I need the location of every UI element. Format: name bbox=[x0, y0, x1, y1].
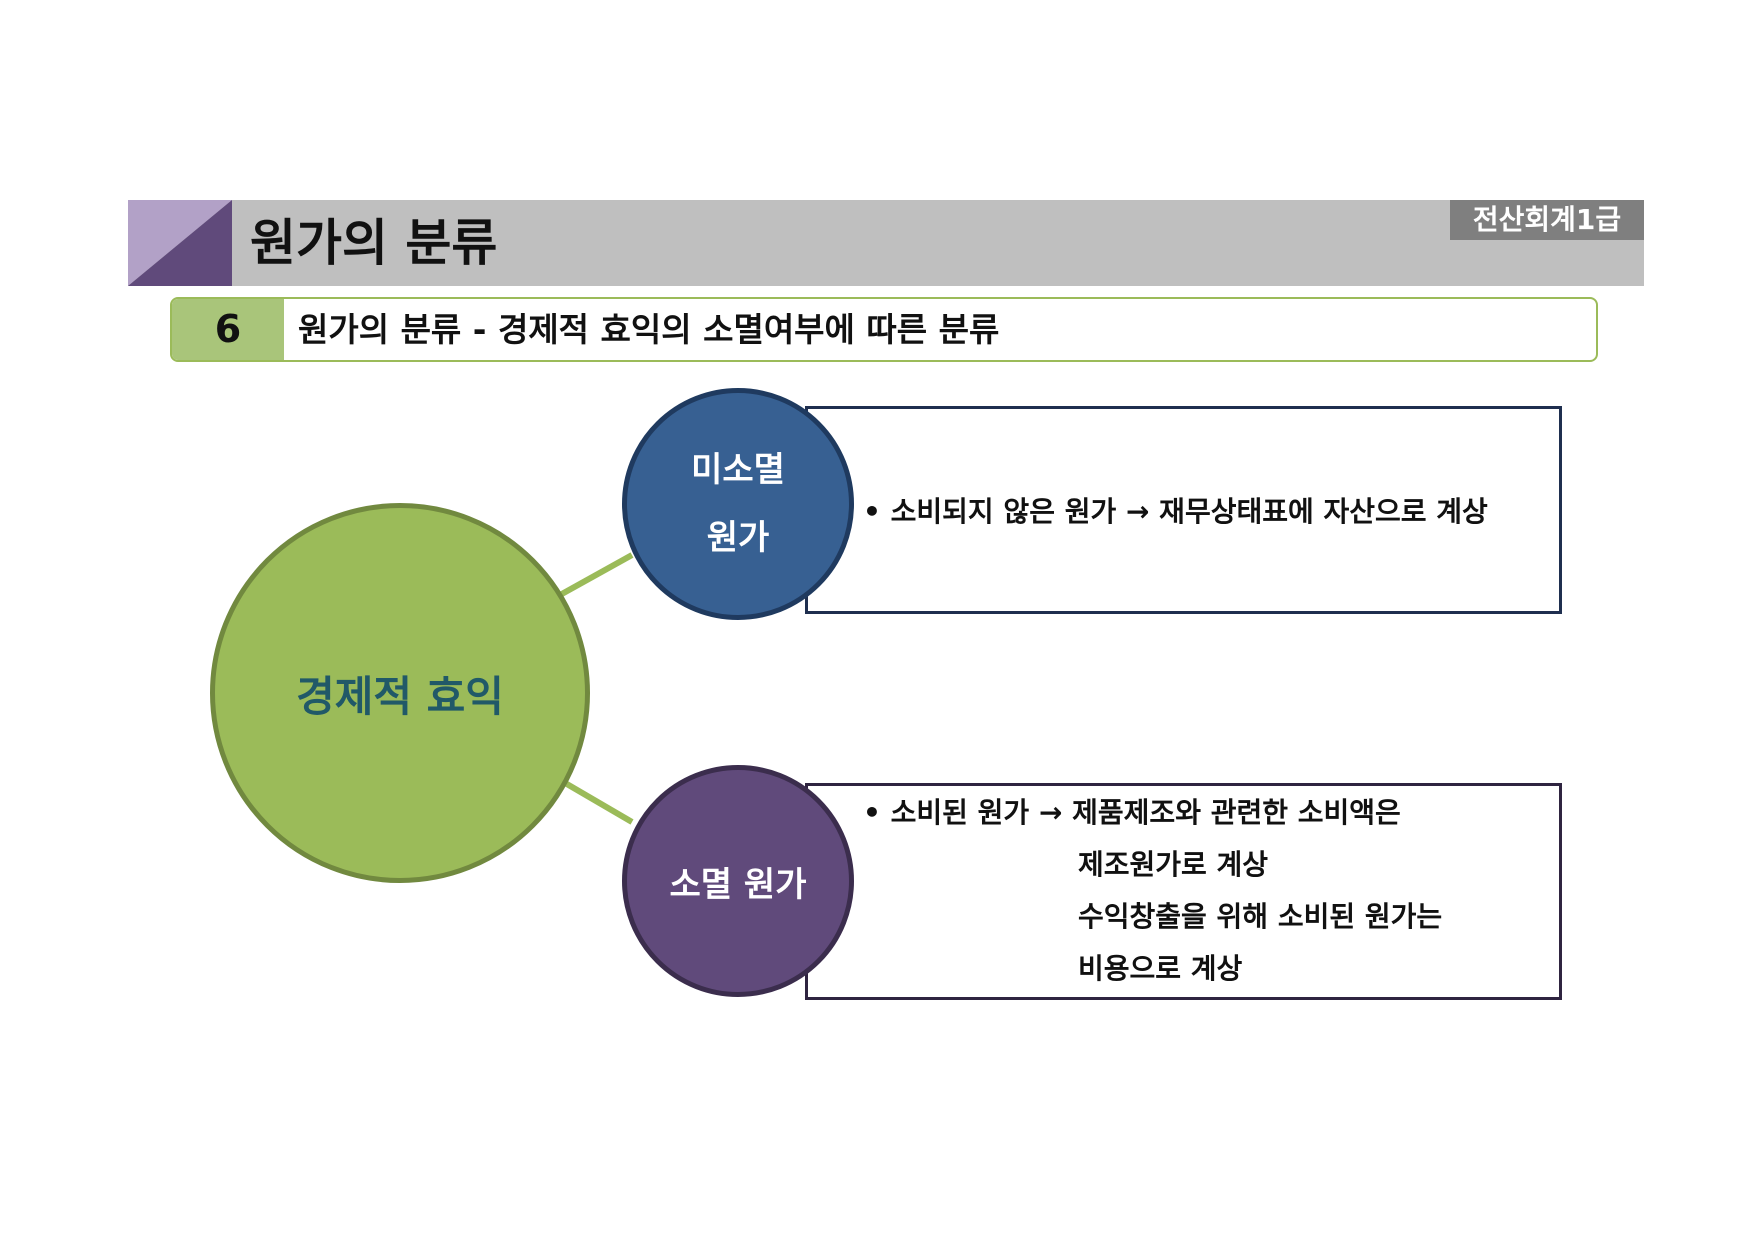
course-badge: 전산회계1급 bbox=[1450, 200, 1644, 240]
section-header: 6 원가의 분류 - 경제적 효익의 소멸여부에 따른 분류 bbox=[170, 297, 1598, 362]
section-number: 6 bbox=[172, 299, 284, 360]
unexpired-cost-label-line2: 원가 bbox=[706, 518, 770, 558]
page-title: 원가의 분류 bbox=[250, 214, 498, 272]
expired-description-box: • 소비된 원가 → 제품제조와 관련한 소비액은 제조원가로 계상 수익창출을… bbox=[805, 783, 1562, 1000]
expired-line-1: • 소비된 원가 → 제품제조와 관련한 소비액은 bbox=[863, 796, 1401, 829]
unexpired-description-box: • 소비되지 않은 원가 → 재무상태표에 자산으로 계상 bbox=[805, 406, 1562, 614]
expired-line-2: 제조원가로 계상 bbox=[1078, 848, 1269, 881]
expired-line-3: 수익창출을 위해 소비된 원가는 bbox=[1078, 900, 1443, 933]
expired-line-4: 비용으로 계상 bbox=[1078, 952, 1243, 985]
unexpired-description: • 소비되지 않은 원가 → 재무상태표에 자산으로 계상 bbox=[863, 495, 1488, 528]
economic-benefit-label: 경제적 효익 bbox=[296, 671, 504, 721]
expired-cost-circle: 소멸 원가 bbox=[622, 765, 854, 997]
economic-benefit-circle: 경제적 효익 bbox=[210, 503, 590, 883]
unexpired-cost-circle: 미소멸 원가 bbox=[622, 388, 854, 620]
connector-top bbox=[558, 552, 634, 598]
connector-bottom bbox=[558, 777, 634, 825]
title-bar bbox=[128, 200, 1644, 286]
unexpired-cost-label-line1: 미소멸 bbox=[691, 450, 785, 490]
title-corner-icon bbox=[128, 200, 232, 286]
section-title: 원가의 분류 - 경제적 효익의 소멸여부에 따른 분류 bbox=[298, 310, 1000, 349]
expired-cost-label: 소멸 원가 bbox=[669, 864, 807, 905]
